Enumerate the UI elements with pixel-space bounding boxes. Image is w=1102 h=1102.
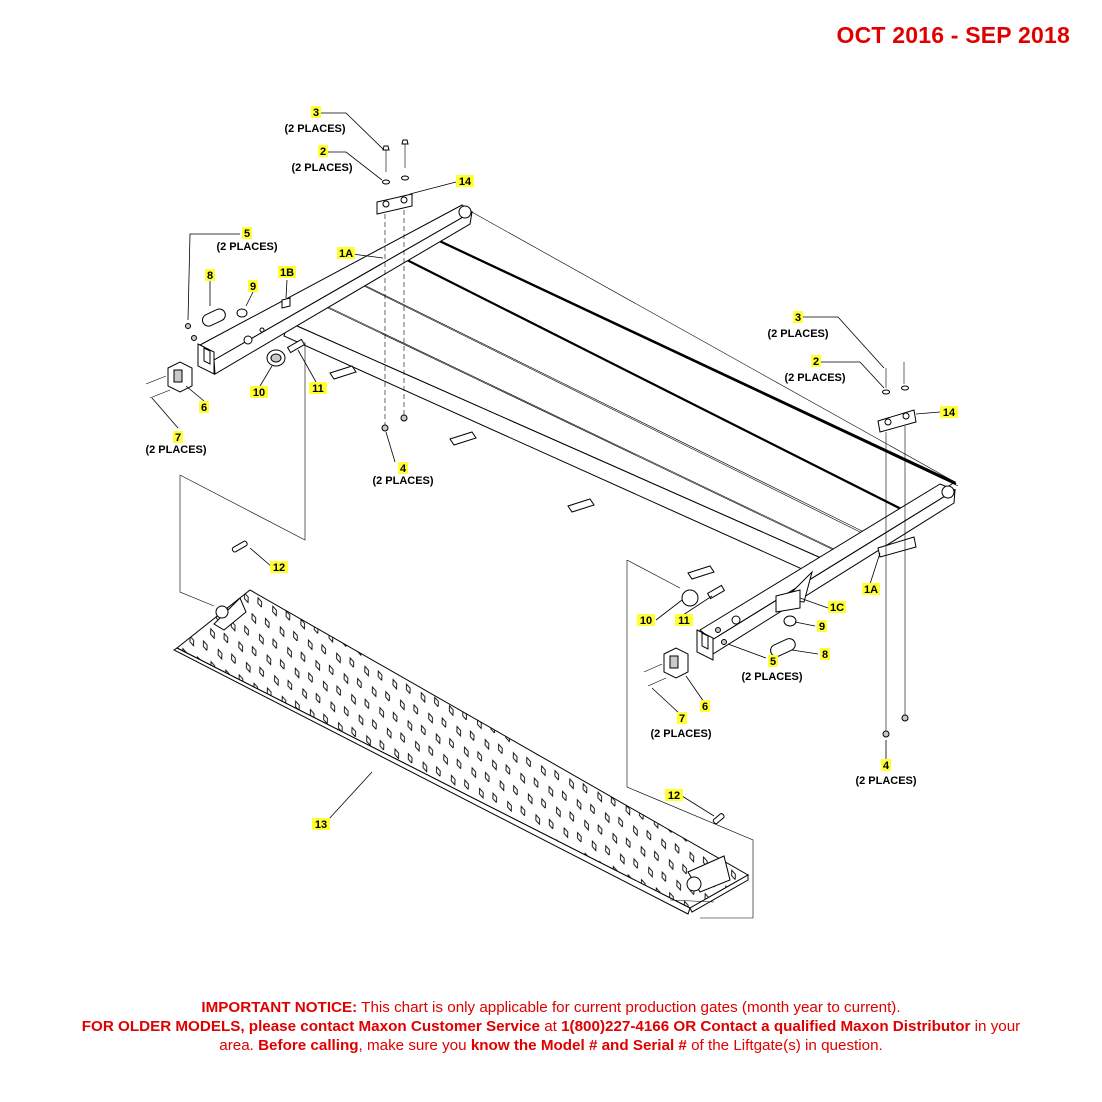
callout-c2b: 2 (2 PLACES)	[784, 355, 846, 384]
right-frame-rail	[696, 483, 957, 661]
svg-text:12: 12	[668, 790, 680, 802]
callout-c12a: 12	[270, 561, 288, 574]
assembly-guide-lines	[179, 342, 754, 919]
svg-text:(2 PLACES): (2 PLACES)	[216, 241, 277, 253]
exploded-parts-diagram: 3 (2 PLACES) 2 (2 PLACES) 14 5 (2 PLACES…	[145, 106, 959, 919]
callout-c1C: 1C	[828, 601, 846, 614]
callout-c5b: 5 (2 PLACES)	[741, 655, 803, 683]
svg-text:(2 PLACES): (2 PLACES)	[767, 328, 828, 340]
svg-text:13: 13	[315, 819, 327, 831]
svg-text:1C: 1C	[830, 602, 844, 614]
svg-text:(2 PLACES): (2 PLACES)	[145, 444, 206, 456]
callout-c4b: 4 (2 PLACES)	[855, 759, 917, 787]
notice-before-calling: Before calling	[258, 1037, 359, 1054]
svg-text:4: 4	[400, 463, 407, 475]
callout-leaders	[151, 112, 941, 821]
svg-text:2: 2	[320, 146, 326, 158]
svg-text:14: 14	[459, 176, 472, 188]
left-hinge-hardware	[145, 139, 413, 432]
callout-c6b: 6	[700, 700, 710, 713]
svg-text:3: 3	[313, 107, 319, 119]
svg-text:8: 8	[207, 270, 213, 282]
callout-c8a: 8	[205, 269, 215, 282]
svg-text:4: 4	[883, 760, 890, 772]
right-hinge-hardware	[643, 362, 917, 738]
svg-text:(2 PLACES): (2 PLACES)	[291, 162, 352, 174]
svg-text:6: 6	[702, 701, 708, 713]
callout-c11a: 11	[309, 382, 327, 395]
svg-text:1A: 1A	[864, 584, 878, 596]
svg-text:5: 5	[244, 228, 250, 240]
svg-text:(2 PLACES): (2 PLACES)	[650, 728, 711, 740]
callout-c7a: 7 (2 PLACES)	[145, 431, 207, 456]
callout-c10b: 10	[637, 614, 655, 627]
notice-phone: 1(800)227-4166 OR Contact a qualified Ma…	[561, 1018, 971, 1035]
svg-text:8: 8	[822, 649, 828, 661]
svg-text:11: 11	[312, 383, 324, 395]
callout-c13: 13	[312, 818, 330, 831]
callout-c1Ab: 1A	[862, 583, 880, 596]
date-range-header: OCT 2016 - SEP 2018	[836, 22, 1070, 48]
svg-text:(2 PLACES): (2 PLACES)	[855, 775, 916, 787]
callout-c4a: 4 (2 PLACES)	[372, 462, 434, 487]
diamond-plate-ramp	[173, 540, 750, 915]
svg-text:3: 3	[795, 312, 801, 324]
callout-c9a: 9	[248, 280, 258, 293]
callout-c1Aa: 1A	[337, 247, 355, 260]
svg-text:2: 2	[813, 356, 819, 368]
notice-model-serial: know the Model # and Serial #	[470, 1037, 687, 1054]
callout-c14a: 14	[456, 175, 474, 188]
notice-text-5: of the Liftgate(s) in question.	[686, 1037, 883, 1054]
callout-c3a: 3 (2 PLACES)	[284, 106, 346, 135]
svg-text:9: 9	[250, 281, 256, 293]
svg-text:7: 7	[679, 713, 685, 725]
svg-text:11: 11	[678, 615, 690, 627]
svg-text:1B: 1B	[280, 267, 294, 279]
callout-c1B: 1B	[278, 266, 296, 279]
callout-c2a: 2 (2 PLACES)	[291, 145, 353, 174]
callout-c6a: 6	[199, 401, 209, 414]
svg-text:10: 10	[253, 387, 265, 399]
callout-c11b: 11	[675, 614, 693, 627]
callout-c5a: 5 (2 PLACES)	[216, 227, 278, 253]
svg-text:(2 PLACES): (2 PLACES)	[284, 123, 345, 135]
svg-text:12: 12	[273, 562, 285, 574]
notice-text-1: This chart is only applicable for curren…	[357, 999, 901, 1016]
notice-lead: IMPORTANT NOTICE:	[201, 999, 358, 1016]
svg-text:6: 6	[201, 402, 207, 414]
notice-text-3: in your area.	[219, 1018, 1021, 1054]
svg-text:7: 7	[175, 432, 181, 444]
notice-text-2: at	[540, 1018, 562, 1035]
callout-c12b: 12	[665, 789, 683, 802]
svg-text:10: 10	[640, 615, 652, 627]
svg-text:5: 5	[770, 656, 776, 668]
svg-text:9: 9	[819, 621, 825, 633]
callout-c3b: 3 (2 PLACES)	[767, 311, 829, 340]
important-notice: IMPORTANT NOTICE: This chart is only app…	[80, 998, 1022, 1055]
svg-text:14: 14	[943, 407, 956, 419]
callout-c9b: 9	[817, 620, 827, 633]
svg-text:(2 PLACES): (2 PLACES)	[372, 475, 433, 487]
svg-text:(2 PLACES): (2 PLACES)	[741, 671, 802, 683]
callout-c10a: 10	[250, 386, 268, 399]
callout-c7b: 7 (2 PLACES)	[650, 712, 712, 740]
svg-text:(2 PLACES): (2 PLACES)	[784, 372, 845, 384]
svg-text:1A: 1A	[339, 248, 353, 260]
notice-older-models: FOR OLDER MODELS, please contact Maxon C…	[81, 1018, 540, 1035]
notice-text-4: , make sure you	[358, 1037, 471, 1054]
platform-deck	[283, 210, 959, 580]
callout-c8b: 8	[820, 648, 830, 661]
callout-c14b: 14	[940, 406, 958, 419]
